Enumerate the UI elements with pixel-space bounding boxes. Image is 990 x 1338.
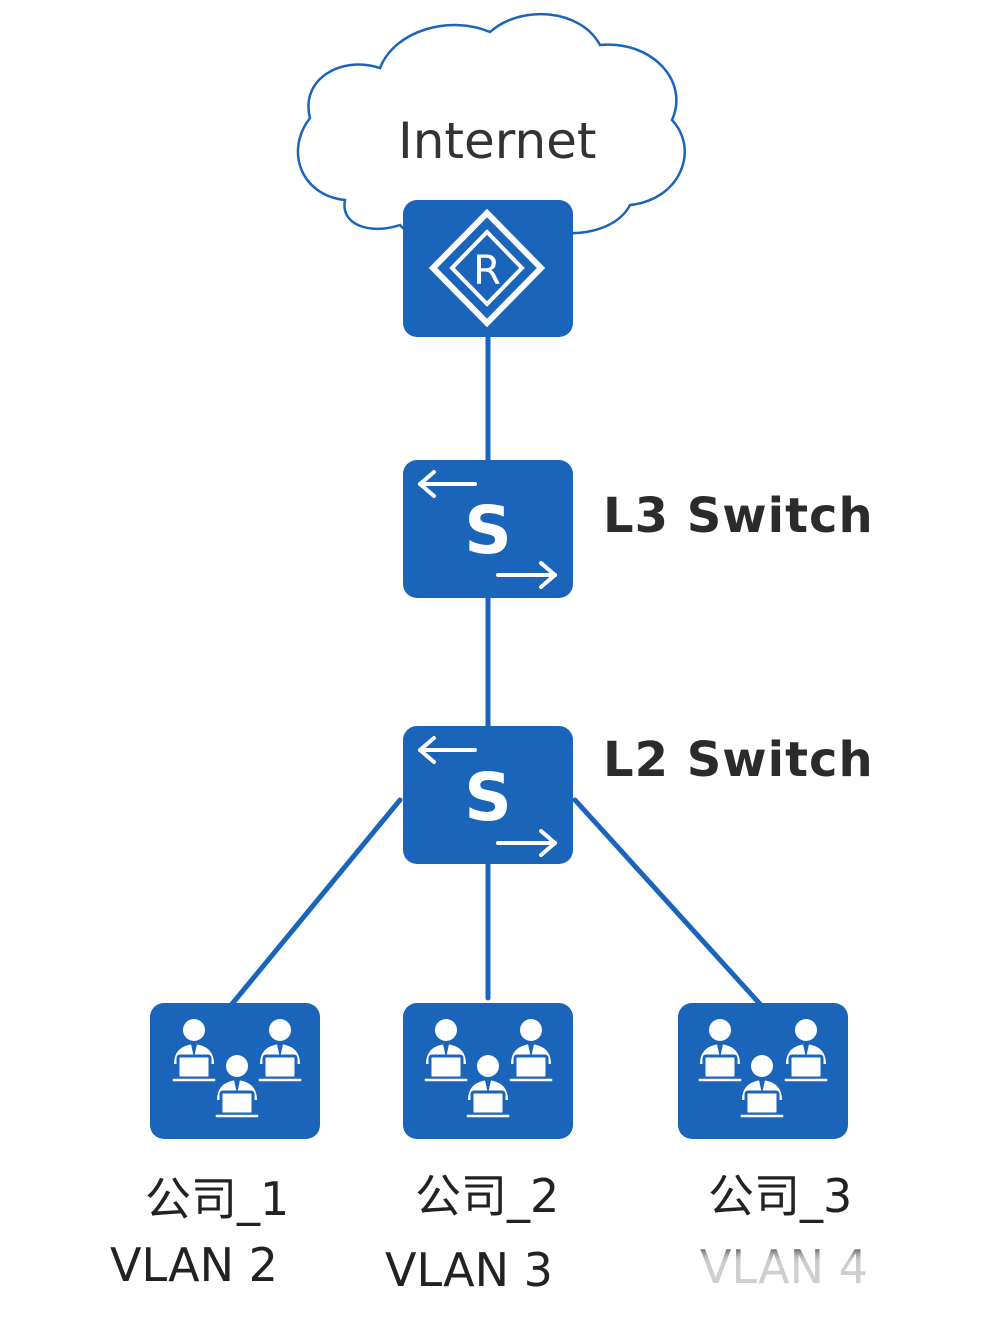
switch-icon [418, 470, 557, 589]
l2-switch-letter: S [464, 759, 512, 836]
links [229, 332, 763, 1007]
router-device: R [403, 200, 573, 337]
router-letter: R [473, 248, 501, 294]
link-l2-group3 [572, 797, 763, 1007]
router-icon: R [428, 208, 546, 328]
l3-switch-letter: S [464, 492, 512, 569]
group-2-name: 公司_2 [415, 1169, 560, 1223]
l3-switch-device: S [403, 460, 573, 598]
group-3-name: 公司_3 [708, 1169, 853, 1223]
group-1-name: 公司_1 [145, 1172, 290, 1226]
l2-switch-device: S [403, 726, 573, 864]
watermark-blur [690, 1250, 930, 1330]
group-1-vlan: VLAN 2 [110, 1238, 278, 1292]
l3-switch-label: L3 Switch [603, 488, 874, 544]
group-device-1 [150, 1003, 320, 1139]
internet-label: Internet [398, 112, 597, 170]
group-device-3 [678, 1003, 848, 1139]
link-l2-group1 [229, 797, 403, 1007]
switch-icon [418, 736, 557, 857]
l2-switch-label: L2 Switch [603, 732, 874, 788]
group-device-2 [403, 1003, 573, 1139]
group-2-vlan: VLAN 3 [385, 1243, 553, 1297]
